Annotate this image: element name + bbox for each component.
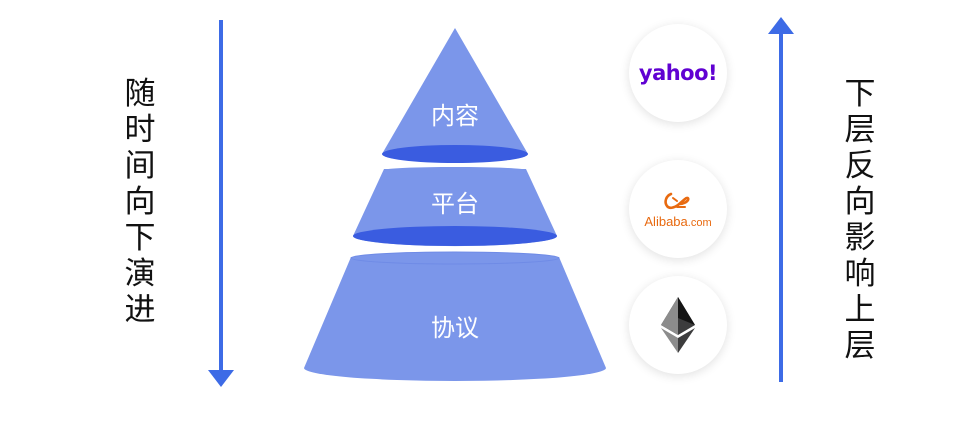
platform-layer: 平台	[353, 167, 557, 247]
alibaba-logo: Alibaba.com	[629, 160, 727, 258]
ethereum-icon	[661, 297, 695, 353]
alibaba-icon	[664, 192, 690, 209]
content-label: 内容	[431, 102, 479, 130]
time-evolution-label: 随时间向下演进	[124, 76, 156, 328]
yahoo-wordmark: yahoo!	[638, 61, 718, 85]
protocol-layer: 协议	[304, 251, 606, 381]
alibaba-name: Alibaba	[644, 213, 688, 229]
alibaba-wordmark: Alibaba.com	[644, 214, 711, 229]
influence-up-arrow	[768, 17, 794, 382]
protocol-label: 协议	[431, 314, 479, 342]
alibaba-domain: .com	[687, 216, 712, 229]
ethereum-logo	[629, 276, 727, 374]
content-layer: 内容	[382, 28, 528, 163]
yahoo-logo: yahoo!	[629, 24, 727, 122]
reverse-influence-label: 下层反向影响上层	[844, 76, 876, 364]
platform-label: 平台	[431, 190, 479, 218]
time-down-arrow	[208, 20, 234, 387]
